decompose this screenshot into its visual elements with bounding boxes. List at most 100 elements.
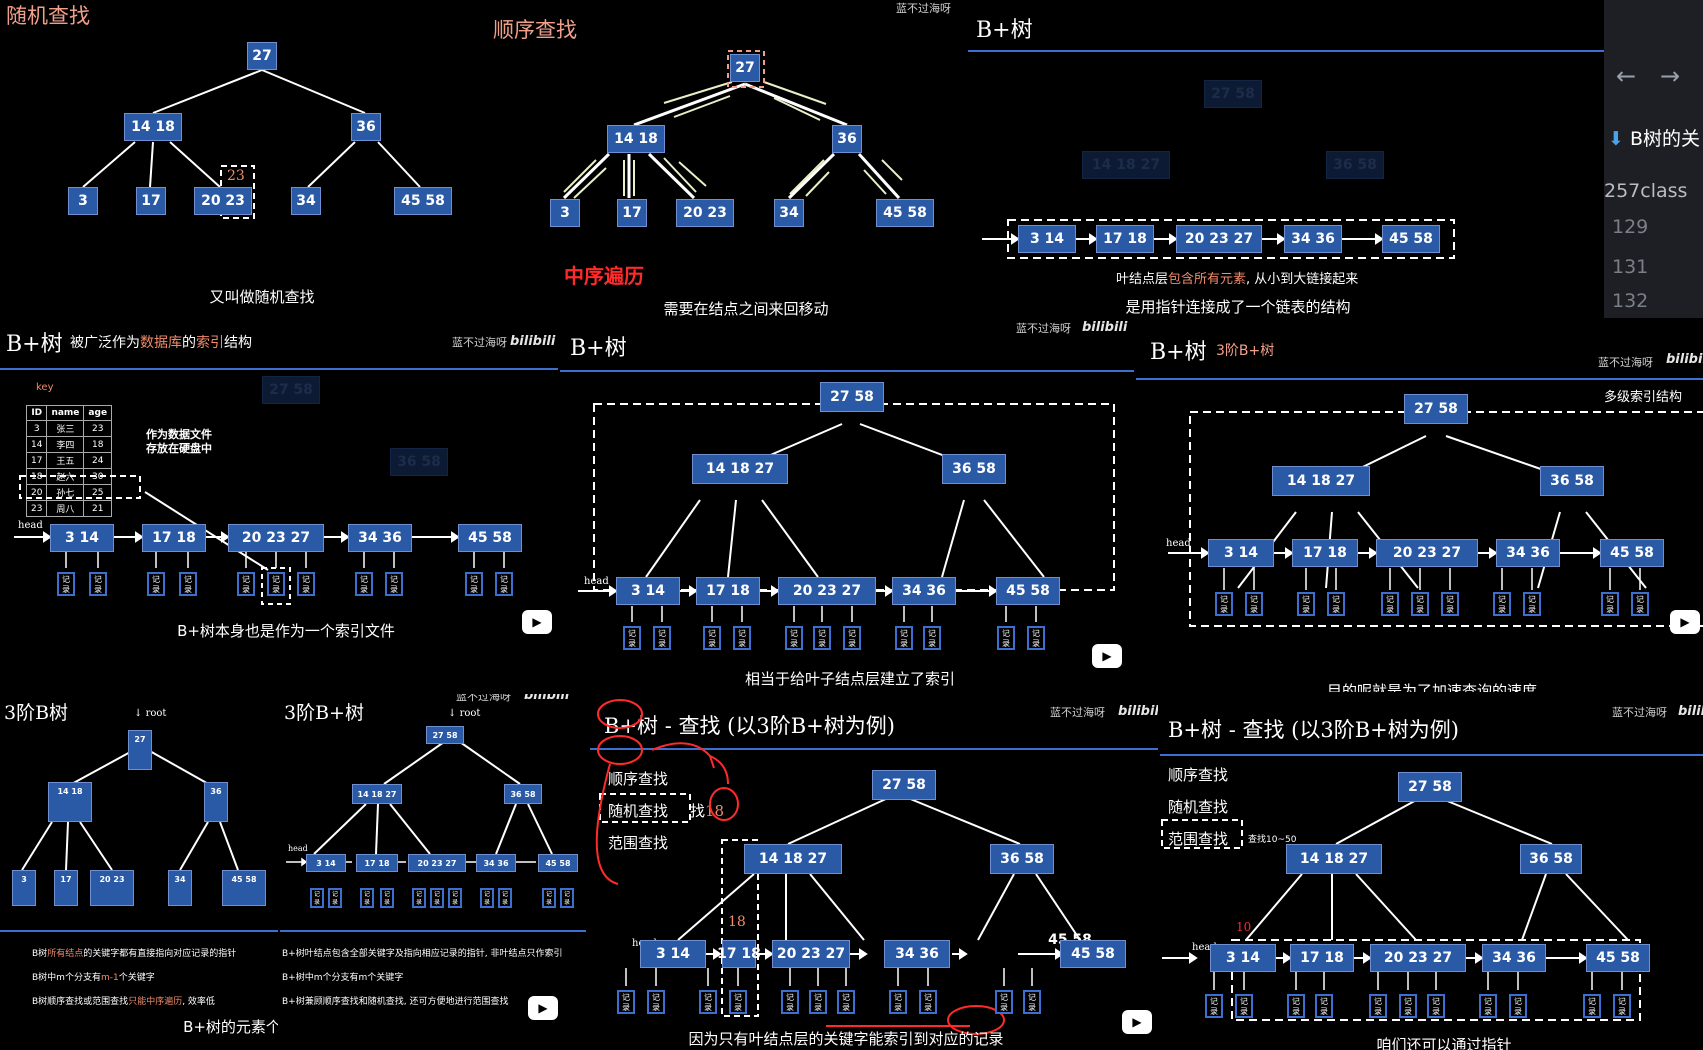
panel-title: 顺序查找 (493, 18, 577, 42)
title-underline (1160, 754, 1703, 756)
record-box: 记录 (1215, 592, 1233, 616)
record-box: 记录 (1297, 592, 1315, 616)
panel-caption: B+树的元素个数是等于分支数的 (183, 1018, 278, 1036)
btree-diagram (21, 749, 239, 871)
panel-title: B+树 - 查找 (以3阶B+树为例) (604, 714, 895, 738)
leaf-note: 叶结点层包含所有元素, 从小到大链接起来 (1116, 272, 1359, 287)
record-box: 记录 (310, 888, 324, 908)
tree-leaf: 20 23 (194, 187, 252, 215)
bilibili-logo: bilibili (1666, 352, 1703, 367)
bullet-text: B树顺序查找或范围查找只能中序遍历, 效率低 (32, 997, 215, 1007)
btree-left: 14 18 (48, 782, 92, 822)
root-node: 27 58 (1398, 772, 1462, 802)
play-icon[interactable]: ▶ (1670, 610, 1700, 634)
watermark: 蓝不过海呀 (896, 2, 951, 15)
play-icon[interactable]: ▶ (1092, 644, 1122, 668)
record-box: 记录 (498, 888, 512, 908)
panel-caption: 因为只有叶结点层的关键字能索引到对应的记录 (688, 1030, 1004, 1048)
panel-caption: B+树本身也是作为一个索引文件 (177, 622, 395, 640)
leaf-node: 45 58 (1586, 944, 1650, 972)
bilibili-logo: bilibili (524, 694, 570, 703)
record-box: 记录 (412, 888, 426, 908)
record-box: 记录 (733, 626, 751, 650)
record-box: 记录 (1315, 994, 1333, 1018)
menu-sequential-search[interactable]: 顺序查找 (608, 770, 669, 788)
record-box: 记录 (1509, 994, 1527, 1018)
internal-node-left: 14 18 27 (692, 454, 788, 484)
range-marker: 10 (1236, 920, 1252, 934)
record-box: 记录 (703, 626, 721, 650)
menu-sequential-search[interactable]: 顺序查找 (1168, 766, 1229, 784)
menu-random-search[interactable]: 随机查找 (1168, 798, 1229, 816)
bplus-diagram (578, 403, 1115, 622)
tree-leaf: 45 58 (876, 199, 934, 227)
leaf-node: 20 23 27 (228, 524, 324, 552)
tree-node-left: 14 18 (607, 125, 665, 153)
panel-title: B+树 (570, 336, 627, 361)
btree-leaf: 20 23 (90, 870, 134, 906)
menu-random-search[interactable]: 随机查找 (608, 802, 669, 820)
panel-caption: 咱们还可以通过指针 (1376, 1036, 1512, 1050)
panel-bplus-range-search: B+树 - 查找 (以3阶B+树为例) 蓝不过海呀 bilibili 顺序查找 … (1160, 694, 1703, 1050)
btree-leaf: 45 58 (222, 870, 266, 906)
leaf-node: 3 14 (640, 940, 706, 968)
btree-right: 36 (204, 782, 228, 822)
record-box: 记录 (1205, 994, 1223, 1018)
record-box: 记录 (623, 626, 641, 650)
record-box: 记录 (237, 572, 255, 596)
record-box: 记录 (495, 572, 513, 596)
editor-tab[interactable]: ⬇ B树的关 (1608, 124, 1700, 151)
tree-leaf: 17 (136, 187, 166, 215)
line-number: 132 (1612, 290, 1649, 312)
leaf-node: 34 36 (884, 940, 950, 968)
record-box: 记录 (729, 990, 747, 1014)
leaf-node: 34 36 (1496, 539, 1560, 567)
tree-leaf: 17 (617, 199, 647, 227)
leaf-node: 20 23 27 (1176, 225, 1262, 253)
play-icon[interactable]: ▶ (528, 996, 558, 1020)
ghost-node-left: 14 18 27 (1082, 151, 1170, 179)
find-label: 找18 (690, 802, 725, 820)
play-icon[interactable]: ▶ (1122, 1010, 1152, 1034)
forward-button[interactable]: → (1660, 62, 1681, 90)
line-number: 129 (1612, 216, 1649, 238)
panel-caption: 是用指针连接成了一个链表的结构 (1125, 298, 1351, 316)
panel-title: B+树 - 查找 (以3阶B+树为例) (1168, 718, 1459, 742)
record-box: 记录 (997, 626, 1015, 650)
record-box: 记录 (813, 626, 831, 650)
bilibili-logo: bilibili (1118, 704, 1158, 719)
bullet-text: B+树叶结点包含全部关键字及指向相应记录的指针, 非叶结点只作索引 (282, 949, 563, 959)
record-box: 记录 (1023, 990, 1041, 1014)
record-box: 记录 (837, 990, 855, 1014)
record-box: 记录 (179, 572, 197, 596)
head-label: head (584, 576, 609, 587)
title-underline (590, 748, 1158, 750)
record-box: 记录 (895, 626, 913, 650)
back-button[interactable]: ← (1616, 62, 1637, 90)
leaf-node: 45 58 (1600, 539, 1664, 567)
key-label: key (36, 382, 54, 393)
record-box: 记录 (785, 626, 803, 650)
leaf-node: 34 36 (1482, 944, 1546, 972)
bullet-text: B+树中m个分支有m个关键字 (282, 973, 404, 983)
record-box: 记录 (1287, 994, 1305, 1018)
panel-random-search: 随机查找 27 14 18 36 3 17 20 23 34 45 58 23 … (0, 0, 482, 310)
menu-range-search[interactable]: 范围查找 (1168, 830, 1229, 848)
record-box: 记录 (297, 572, 315, 596)
internal-node-left: 14 18 27 (744, 844, 842, 874)
record-box: 记录 (1631, 592, 1649, 616)
play-icon[interactable]: ▶ (522, 610, 552, 634)
bullet-text: B+树兼顾顺序查找和随机查找, 还可方便地进行范围查找 (282, 997, 509, 1007)
leaf-node: 20 23 27 (772, 940, 850, 968)
leaf-node: 3 14 (1018, 225, 1076, 253)
bplus-search-diagram (595, 699, 1081, 1035)
record-box: 记录 (89, 572, 107, 596)
panel-sequential-search: 顺序查找 蓝不过海呀 27 14 18 36 3 17 20 23 34 45 … (484, 0, 964, 318)
menu-range-search[interactable]: 范围查找 (608, 834, 669, 852)
record-box: 记录 (147, 572, 165, 596)
record-box: 记录 (995, 990, 1013, 1014)
tree-node-right: 36 (351, 113, 381, 141)
leaf-chain (982, 219, 1455, 259)
title-underline (968, 50, 1604, 52)
